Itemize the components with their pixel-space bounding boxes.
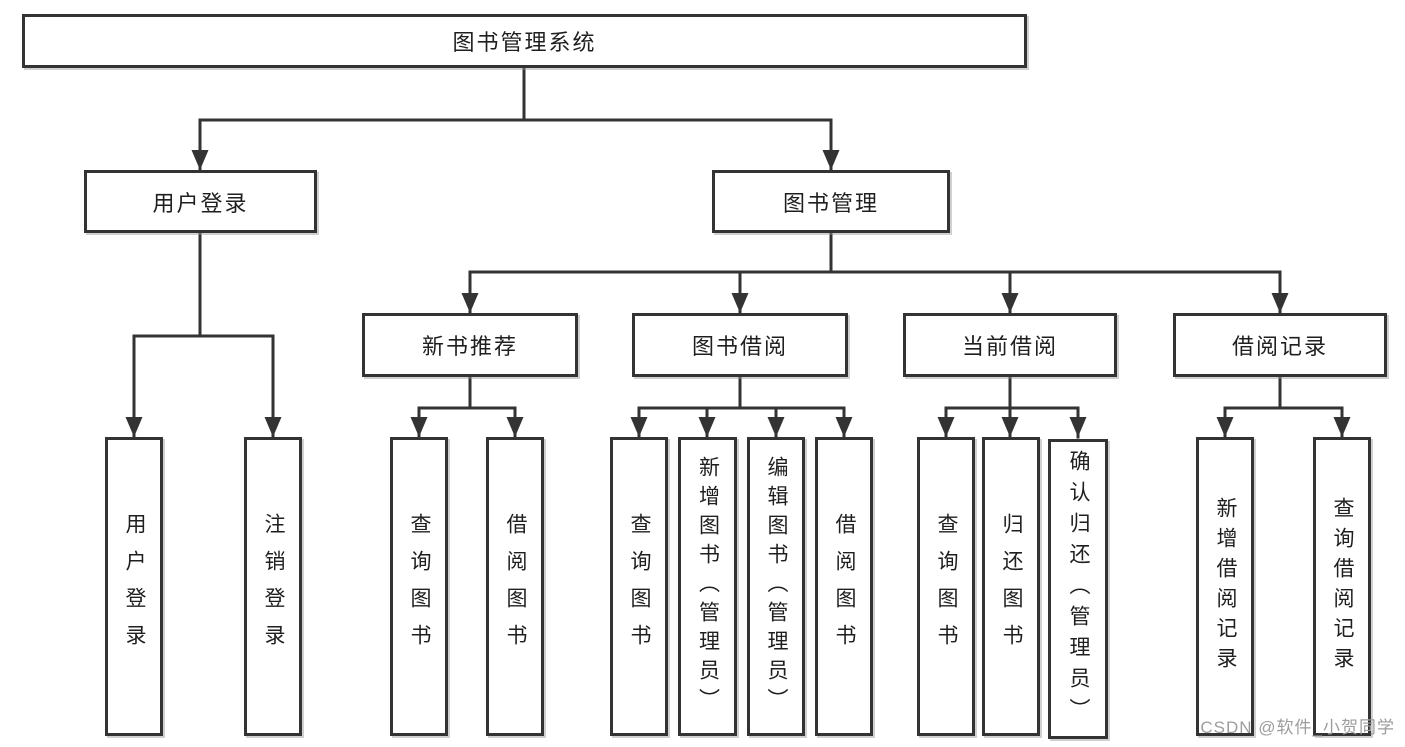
leaf-borrowing-borrow-books: 借阅图书 [815,437,873,736]
leaf-newbook-borrow-books: 借阅图书 [486,437,544,736]
leaf-records-query-record: 查询借阅记录 [1313,437,1371,736]
node-book-borrowing-label: 图书借阅 [691,334,788,359]
leaf-current-return-books: 归还图书 [982,437,1040,736]
node-current-borrowing-label: 当前借阅 [961,334,1058,359]
leaf-borrowing-query-books-label: 查询图书 [628,512,651,661]
node-borrowing-records: 借阅记录 [1173,313,1387,377]
leaf-borrowing-edit-book-admin: 编辑图书（管理员） [747,437,805,736]
watermark-text: CSDN @软件_小贺同学 [1200,718,1395,737]
leaf-records-add-record-label: 新增借阅记录 [1214,496,1237,677]
leaf-user-login: 用户登录 [105,437,163,736]
leaf-borrowing-add-book-admin: 新增图书（管理员） [678,437,737,736]
leaf-current-confirm-return-admin-label: 确认归还（管理员） [1067,449,1090,729]
leaf-logout-label: 注销登录 [262,512,285,661]
leaf-current-confirm-return-admin: 确认归还（管理员） [1048,439,1108,739]
node-new-book-recommend: 新书推荐 [362,313,578,377]
node-user-login: 用户登录 [84,170,317,233]
leaf-current-return-books-label: 归还图书 [1000,512,1023,661]
leaf-newbook-query-books-label: 查询图书 [408,512,431,661]
node-current-borrowing: 当前借阅 [903,313,1117,377]
leaf-borrowing-borrow-books-label: 借阅图书 [833,512,856,661]
leaf-newbook-query-books: 查询图书 [390,437,448,736]
leaf-current-query-books: 查询图书 [917,437,975,736]
leaf-borrowing-add-book-admin-label: 新增图书（管理员） [696,456,720,717]
node-root-label: 图书管理系统 [452,30,597,55]
leaf-user-login-label: 用户登录 [123,512,146,661]
node-new-book-recommend-label: 新书推荐 [421,334,518,359]
leaf-logout: 注销登录 [244,437,302,736]
leaf-borrowing-edit-book-admin-label: 编辑图书（管理员） [765,456,788,717]
leaf-newbook-borrow-books-label: 借阅图书 [504,512,527,661]
node-user-login-label: 用户登录 [152,190,249,216]
node-root: 图书管理系统 [22,14,1027,68]
leaf-borrowing-query-books: 查询图书 [610,437,668,736]
leaf-current-query-books-label: 查询图书 [935,512,958,661]
node-borrowing-records-label: 借阅记录 [1231,334,1328,359]
leaf-records-add-record: 新增借阅记录 [1196,437,1254,736]
node-book-management: 图书管理 [712,170,950,233]
leaf-records-query-record-label: 查询借阅记录 [1331,496,1354,677]
node-book-borrowing: 图书借阅 [632,313,848,377]
node-book-management-label: 图书管理 [782,190,879,216]
